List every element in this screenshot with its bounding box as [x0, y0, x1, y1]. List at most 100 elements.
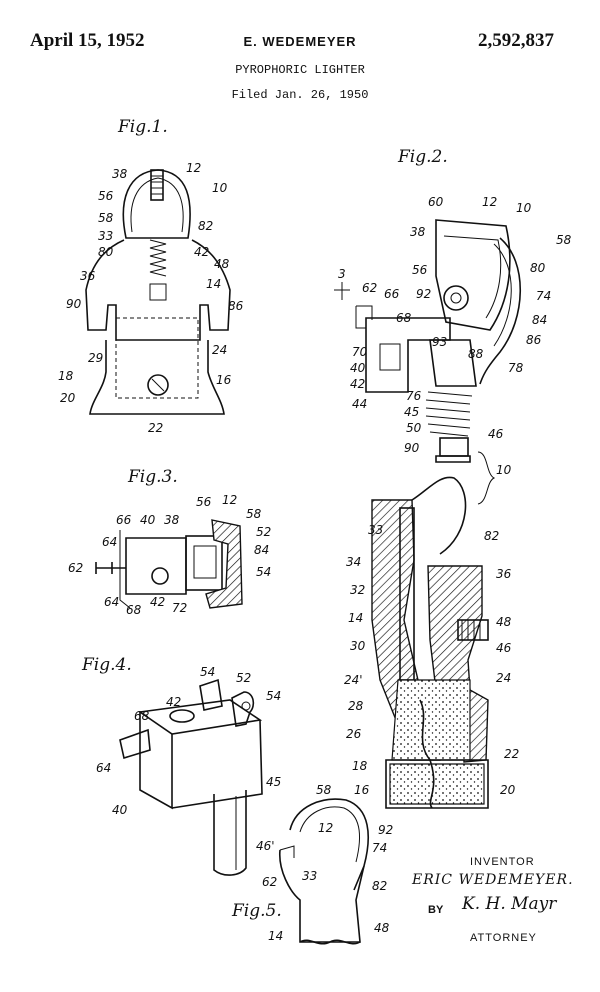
- reference-numeral: 56: [412, 263, 428, 277]
- reference-numeral: 45: [404, 405, 419, 419]
- reference-numeral: 36: [80, 269, 96, 283]
- reference-numeral: 66: [116, 513, 132, 527]
- reference-numeral: 33: [368, 523, 383, 537]
- reference-numeral: 82: [372, 879, 387, 893]
- reference-numeral: 68: [396, 311, 412, 325]
- reference-numeral: 20: [60, 391, 76, 405]
- reference-numeral: 93: [432, 335, 447, 349]
- reference-numeral: 24: [496, 671, 511, 685]
- fig2-label: Fig.2.: [397, 147, 448, 167]
- reference-numeral: 48: [496, 615, 512, 629]
- reference-numeral: 20: [500, 783, 516, 797]
- reference-numeral: 58: [316, 783, 332, 797]
- reference-numeral: 62: [262, 875, 277, 889]
- reference-numeral: 90: [66, 297, 82, 311]
- reference-numeral: 64: [96, 761, 111, 775]
- reference-numeral: 64: [104, 595, 119, 609]
- reference-numeral: 38: [164, 513, 180, 527]
- reference-numeral: 28: [348, 699, 364, 713]
- reference-numeral: 58: [556, 233, 572, 247]
- reference-numeral: 78: [508, 361, 524, 375]
- reference-numeral: 10: [212, 181, 228, 195]
- reference-numeral: 54: [256, 565, 271, 579]
- reference-numeral: 10: [516, 201, 532, 215]
- reference-numeral: 12: [222, 493, 237, 507]
- reference-numeral: 90: [404, 441, 420, 455]
- reference-numeral: 88: [468, 347, 484, 361]
- reference-numeral: 12: [186, 161, 201, 175]
- by-label: BY: [428, 904, 443, 916]
- reference-numeral: 74: [372, 841, 387, 855]
- reference-numeral: 42: [350, 377, 365, 391]
- reference-numeral: 14: [206, 277, 221, 291]
- reference-numeral: 60: [428, 195, 444, 209]
- section-view: 10 33 82 34 36 32 14 48 30 46 24' 24 28 …: [344, 463, 519, 808]
- reference-numeral: 72: [172, 601, 187, 615]
- reference-numeral: 29: [88, 351, 103, 365]
- fig3-label: Fig.3.: [127, 467, 178, 487]
- reference-numeral: 86: [228, 299, 244, 313]
- reference-numeral: 52: [236, 671, 251, 685]
- agent-signature: K. H. Mayr: [462, 894, 556, 914]
- reference-numeral: 46: [488, 427, 504, 441]
- reference-numeral: 70: [352, 345, 368, 359]
- figure-3: Fig.3. 56 12 58 66 40 38 52 84 54 62 64 …: [68, 467, 271, 617]
- reference-numeral: 46: [496, 641, 512, 655]
- reference-numeral: 36: [496, 567, 512, 581]
- reference-numeral: 18: [58, 369, 74, 383]
- reference-numeral: 62: [68, 561, 83, 575]
- reference-numeral: 80: [98, 245, 114, 259]
- reference-numeral: 48: [374, 921, 390, 935]
- reference-numeral: 56: [98, 189, 114, 203]
- reference-numeral: 48: [214, 257, 230, 271]
- inventor-label: INVENTOR: [470, 856, 535, 868]
- fig1-label: Fig.1.: [117, 117, 168, 137]
- reference-numeral: 80: [530, 261, 546, 275]
- reference-numeral: 10: [496, 463, 512, 477]
- reference-numeral: 14: [268, 929, 283, 943]
- reference-numeral: 24: [212, 343, 227, 357]
- reference-numeral: 3: [338, 267, 346, 281]
- reference-numeral: 58: [98, 211, 114, 225]
- reference-numeral: 82: [198, 219, 213, 233]
- figure-4: Fig.4. 54 52 54 68 42 64 45 40 46': [81, 655, 281, 875]
- reference-numeral: 38: [112, 167, 128, 181]
- reference-numeral: 66: [384, 287, 400, 301]
- reference-numeral: 56: [196, 495, 212, 509]
- reference-numeral: 33: [302, 869, 317, 883]
- fig2-refs: 60 12 10 38 58 80 56 62 66 92 74 84 68 9…: [338, 195, 572, 455]
- reference-numeral: 82: [484, 529, 499, 543]
- reference-numeral: 30: [350, 639, 366, 653]
- reference-numeral: 74: [536, 289, 551, 303]
- reference-numeral: 68: [134, 709, 150, 723]
- reference-numeral: 38: [410, 225, 426, 239]
- reference-numeral: 40: [140, 513, 156, 527]
- reference-numeral: 22: [148, 421, 163, 435]
- reference-numeral: 32: [350, 583, 365, 597]
- reference-numeral: 45: [266, 775, 281, 789]
- attorney-label: ATTORNEY: [470, 932, 537, 944]
- reference-numeral: 16: [354, 783, 370, 797]
- reference-numeral: 44: [352, 397, 367, 411]
- reference-numeral: 68: [126, 603, 142, 617]
- figure-2: Fig.2. 60 12 10 38 58 80 56 62 66: [334, 147, 572, 504]
- fig5-label: Fig.5.: [231, 901, 282, 921]
- reference-numeral: 86: [526, 333, 542, 347]
- reference-numeral: 33: [98, 229, 113, 243]
- reference-numeral: 18: [352, 759, 368, 773]
- reference-numeral: 58: [246, 507, 262, 521]
- reference-numeral: 52: [256, 525, 271, 539]
- figure-1: Fig.1. 38 12 56 10 58 33 80 82 42 36 48 …: [58, 117, 244, 435]
- reference-numeral: 64: [102, 535, 117, 549]
- figure-5: Fig.5. 58 12 92 74 62 33 82 14 48: [231, 783, 393, 944]
- reference-numeral: 24': [344, 673, 363, 687]
- reference-numeral: 26: [346, 727, 362, 741]
- reference-numeral: 42: [150, 595, 165, 609]
- reference-numeral: 46': [256, 839, 275, 853]
- reference-numeral: 92: [378, 823, 393, 837]
- reference-numeral: 76: [406, 389, 422, 403]
- reference-numeral: 14: [348, 611, 363, 625]
- reference-numeral: 50: [406, 421, 422, 435]
- reference-numeral: 40: [350, 361, 366, 375]
- reference-numeral: 40: [112, 803, 128, 817]
